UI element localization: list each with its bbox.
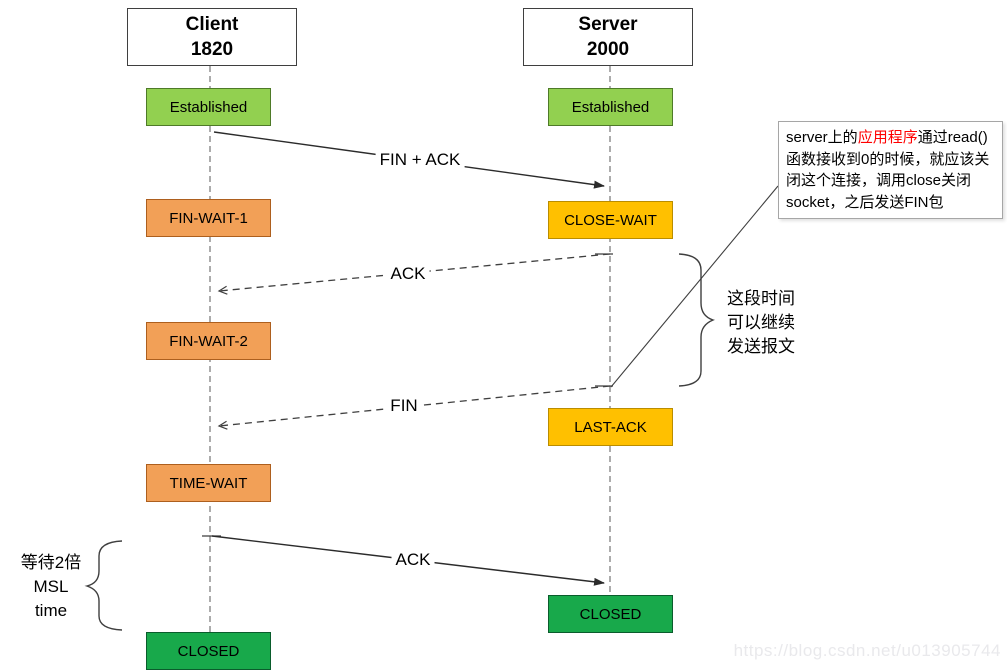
state-time-wait: TIME-WAIT [146, 464, 271, 502]
state-client-closed: CLOSED [146, 632, 271, 670]
watermark: https://blog.csdn.net/u013905744 [733, 641, 1001, 660]
server-note-box: server上的应用程序通过read()函数接收到0的时候，就应该关闭这个连接，… [778, 121, 1003, 219]
server-note-prefix: server上的 [786, 129, 858, 146]
client-name: Client [185, 14, 239, 35]
left-brace [84, 540, 123, 631]
state-last-ack: LAST-ACK [548, 408, 673, 446]
state-server-established: Established [548, 88, 673, 126]
server-name: Server [578, 14, 638, 35]
server-note-highlight: 应用程序 [857, 129, 918, 146]
continue-note: 这段时间 可以继续 发送报文 [727, 289, 795, 356]
msl-note: 等待2倍 MSL time [20, 553, 82, 620]
state-close-wait: CLOSE-WAIT [548, 201, 673, 239]
label-fin: FIN [386, 396, 422, 416]
state-fin-wait-2: FIN-WAIT-2 [146, 322, 271, 360]
label-fin-ack: FIN + ACK [375, 150, 465, 170]
note-connector-line [610, 185, 779, 388]
client-header-box: Client 1820 [127, 8, 297, 66]
state-server-closed: CLOSED [548, 595, 673, 633]
label-ack-1: ACK [386, 264, 430, 284]
state-fin-wait-1: FIN-WAIT-1 [146, 199, 271, 237]
server-header-box: Server 2000 [523, 8, 693, 66]
state-client-established: Established [146, 88, 271, 126]
server-note-suffix: 通过read()函数接收到0的时候，就应该关闭这个连接，调用close关闭soc… [786, 129, 990, 211]
label-ack-2: ACK [391, 550, 435, 570]
right-brace [678, 253, 715, 387]
server-port: 2000 [586, 39, 630, 60]
client-port: 1820 [190, 39, 234, 60]
